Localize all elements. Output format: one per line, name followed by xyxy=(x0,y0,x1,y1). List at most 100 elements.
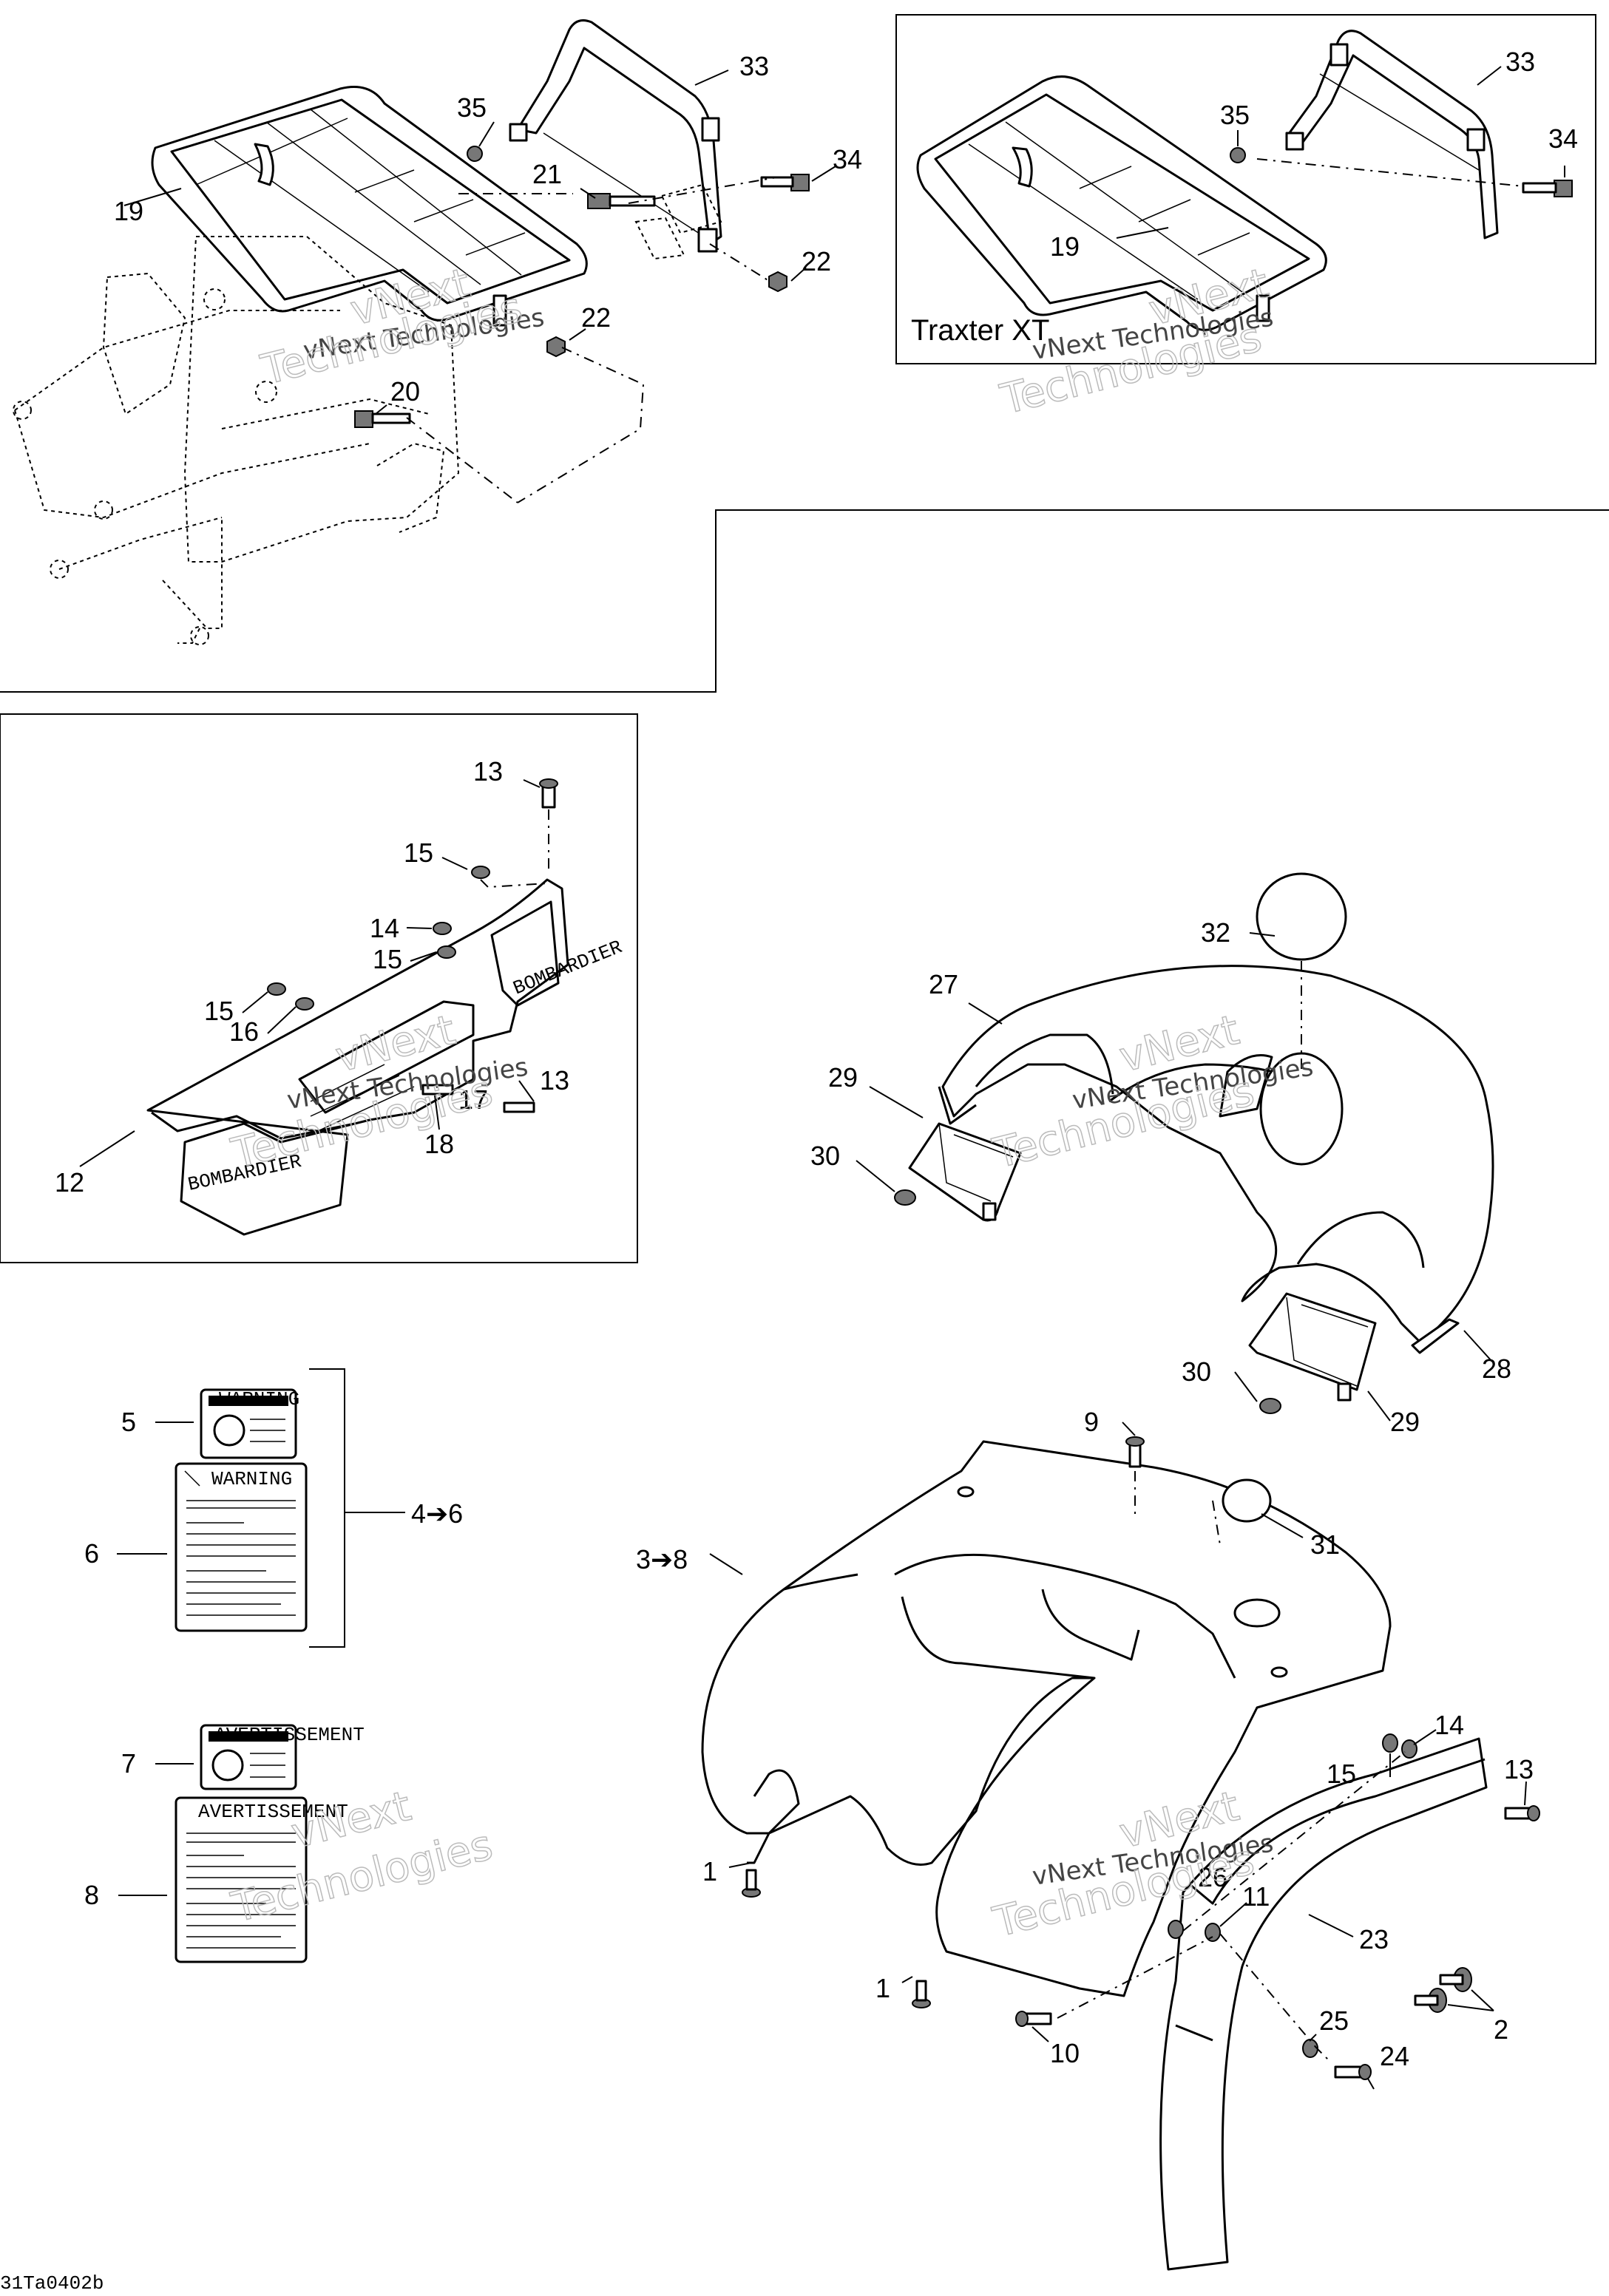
callout-24: 24 xyxy=(1380,2041,1409,2071)
bolt-21 xyxy=(587,193,656,209)
screw-9 xyxy=(1125,1436,1145,1468)
callout-12: 12 xyxy=(55,1167,84,1198)
decal-6: WARNING xyxy=(175,1462,308,1632)
callout-29-a: 29 xyxy=(828,1062,858,1093)
decal-8: AVERTISSEMENT xyxy=(175,1796,348,1963)
callout-7: 7 xyxy=(121,1748,136,1779)
decal-7-header: AVERTISSEMENT xyxy=(214,1724,365,1746)
callout-5: 5 xyxy=(121,1407,136,1437)
callout-14-b: 14 xyxy=(1434,1710,1464,1740)
nut-30-b xyxy=(1259,1398,1281,1414)
frame-chassis-dashed xyxy=(13,236,460,645)
callout-13-c: 13 xyxy=(1504,1754,1534,1784)
callout-1-a: 1 xyxy=(702,1856,717,1886)
front-bumper-panel-frame xyxy=(0,713,638,1263)
callout-3-to-8: 3➔8 xyxy=(636,1544,688,1575)
callout-34-b: 34 xyxy=(1548,123,1578,154)
screw-1-b xyxy=(912,1980,931,2008)
callout-26: 26 xyxy=(1198,1862,1227,1892)
callout-35-b: 35 xyxy=(1220,100,1250,130)
decal-8-header: AVERTISSEMENT xyxy=(198,1801,348,1823)
callout-32: 32 xyxy=(1201,917,1230,948)
callout-15-c: 15 xyxy=(204,996,234,1026)
screw-13-top xyxy=(539,778,558,809)
callout-23: 23 xyxy=(1359,1924,1389,1954)
nut-22-a xyxy=(768,271,787,293)
callout-31: 31 xyxy=(1310,1529,1340,1560)
decal-5-header: WARNING xyxy=(219,1388,299,1410)
traxter-xt-label: Traxter XT xyxy=(911,314,1049,347)
decal-kit-bracket xyxy=(309,1368,345,1648)
callout-25: 25 xyxy=(1319,2005,1349,2036)
callout-29-b: 29 xyxy=(1390,1407,1420,1437)
top-left-leaders xyxy=(123,69,836,503)
clip-28 xyxy=(1411,1318,1460,1354)
nut-22-b xyxy=(546,336,566,358)
frame-divider-top xyxy=(0,509,1609,693)
rear-rack-bracket-33 xyxy=(509,19,722,253)
callout-20: 20 xyxy=(390,376,420,407)
traxter-bracket-33 xyxy=(1285,30,1499,240)
callout-15-d: 15 xyxy=(1327,1759,1356,1789)
washer-35 xyxy=(467,146,483,162)
callout-13-b: 13 xyxy=(540,1065,569,1096)
decal-7: AVERTISSEMENT xyxy=(200,1724,365,1790)
screw-1-a xyxy=(742,1869,761,1898)
callout-35-a: 35 xyxy=(457,92,487,123)
rear-cover-27 xyxy=(938,965,1494,1343)
callout-34-a: 34 xyxy=(833,144,862,174)
watermarks: vNext Technologies vNext Technologies vN… xyxy=(226,259,1315,1947)
callout-17: 17 xyxy=(458,1084,488,1115)
decal-6-header: WARNING xyxy=(211,1468,292,1490)
callout-22-b: 22 xyxy=(581,302,611,333)
bolt-20 xyxy=(354,410,411,428)
callout-4-to-6: 4➔6 xyxy=(411,1498,463,1529)
callout-14-a: 14 xyxy=(370,913,399,943)
washer-25 xyxy=(1302,2039,1318,2058)
callout-19-a: 19 xyxy=(114,196,143,226)
callout-27: 27 xyxy=(929,969,958,999)
callout-18: 18 xyxy=(424,1129,454,1159)
tail-light-cover-29 xyxy=(908,1122,1377,1402)
callout-6: 6 xyxy=(84,1538,99,1569)
panel-frames xyxy=(0,14,1609,1648)
callout-30-a: 30 xyxy=(810,1141,840,1171)
callout-numbers: 33 35 34 21 19 22 22 20 33 35 34 19 13 1… xyxy=(55,47,1578,2071)
callout-15-a: 15 xyxy=(404,838,433,868)
cap-31 xyxy=(1222,1478,1272,1523)
washer-15 xyxy=(1382,1733,1398,1753)
callout-22-a: 22 xyxy=(802,246,831,276)
rear-rack-main xyxy=(151,86,588,327)
washer-11 xyxy=(1205,1923,1221,1942)
hardware-traxter xyxy=(1116,66,1573,239)
callout-16: 16 xyxy=(229,1016,259,1047)
cover-hardware xyxy=(856,872,1493,1422)
cap-32 xyxy=(1256,872,1347,961)
rear-rack-traxter-xt xyxy=(916,75,1327,331)
decals: WARNING WARNING AVERTISSEMENT xyxy=(117,1388,365,1963)
callout-2: 2 xyxy=(1494,2014,1508,2045)
drawing-reference-code: 31Ta0402b xyxy=(0,2272,104,2295)
screw-13-fender xyxy=(1504,1805,1540,1821)
washer-14 xyxy=(1401,1739,1417,1759)
callout-33-a: 33 xyxy=(739,51,769,81)
push-rivet-2 xyxy=(1414,1967,1472,2013)
callout-30-b: 30 xyxy=(1182,1356,1211,1387)
screw-10 xyxy=(1015,2011,1052,2027)
bolt-34 xyxy=(760,174,810,191)
callout-1-b: 1 xyxy=(875,1973,890,2003)
screw-24 xyxy=(1334,2064,1372,2080)
decal-5: WARNING xyxy=(200,1388,299,1459)
callout-21: 21 xyxy=(532,159,562,189)
nut-26 xyxy=(1168,1920,1184,1939)
callout-13-a: 13 xyxy=(473,756,503,787)
callout-9: 9 xyxy=(1084,1407,1099,1437)
rear-fender-23 xyxy=(1159,1737,1488,2271)
traxter-xt-inset-frame xyxy=(895,14,1596,364)
callout-28: 28 xyxy=(1482,1354,1511,1384)
rear-fender-3 xyxy=(701,1440,1392,1997)
callout-11: 11 xyxy=(1242,1881,1270,1912)
callout-15-b: 15 xyxy=(373,944,402,974)
callout-19-b: 19 xyxy=(1050,231,1080,262)
